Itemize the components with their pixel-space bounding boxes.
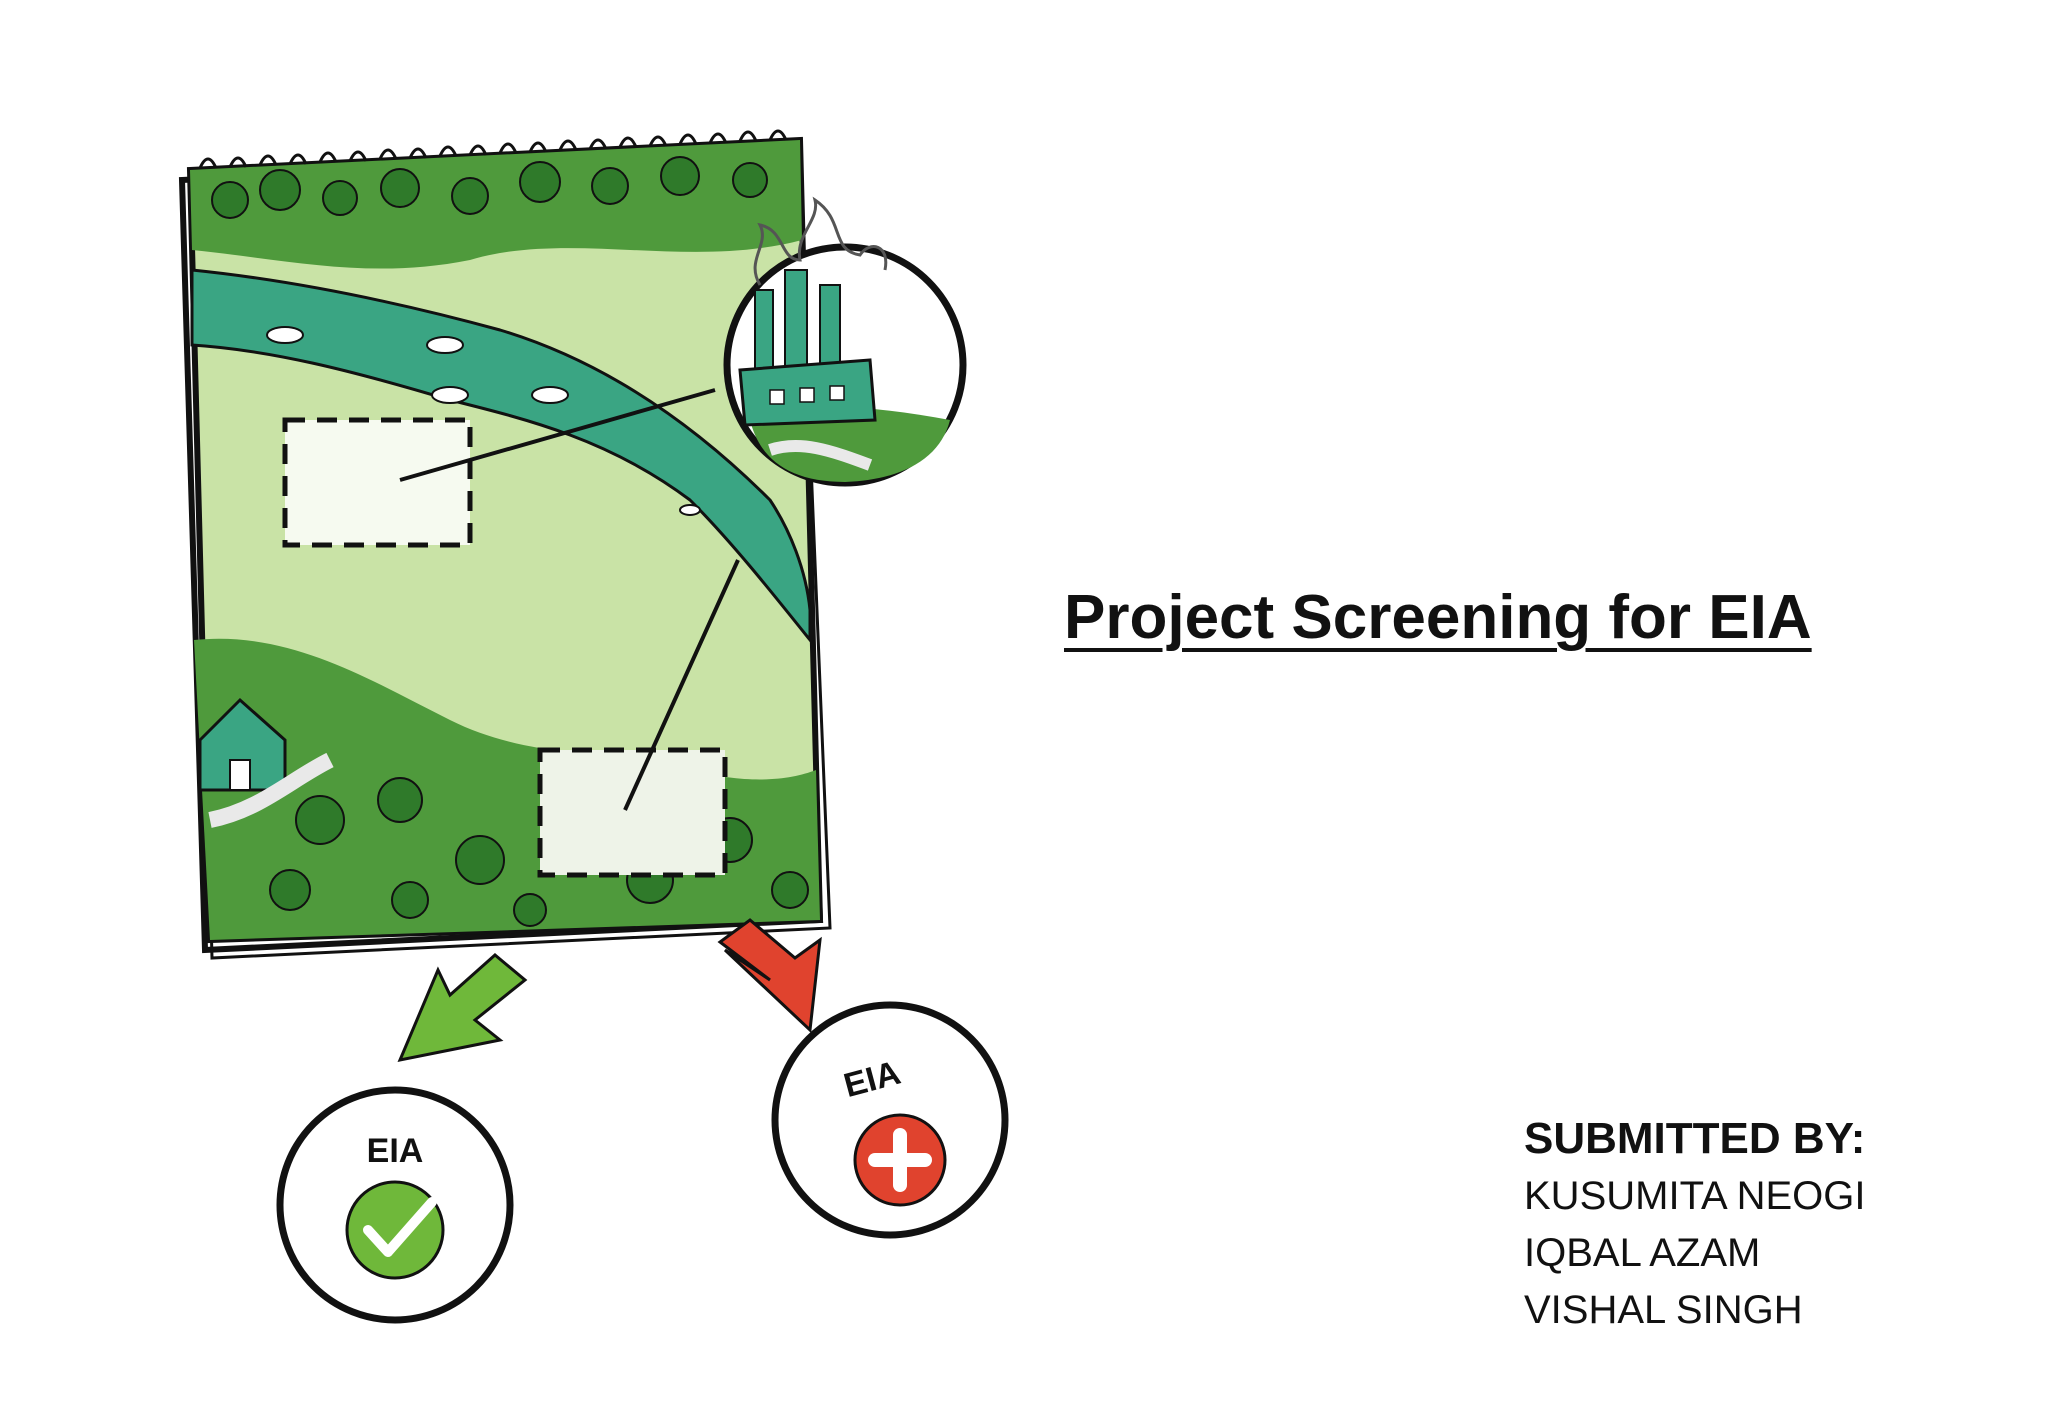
down-right-arrow-icon <box>717 918 822 1034</box>
eia-approve-badge: EIA <box>276 1086 514 1324</box>
submitted-by-label: SUBMITTED BY: <box>1524 1114 1866 1163</box>
fish-icon <box>266 326 701 516</box>
eia-screening-illustration: EIA EIA <box>170 120 1070 1340</box>
cross-icon <box>868 1128 932 1192</box>
page-title: Project Screening for EIA <box>1064 583 1812 652</box>
factory-icon <box>723 196 967 487</box>
member-name: KUSUMITA NEOGI <box>1524 1174 1866 1218</box>
badge-approve-label: EIA <box>367 1132 424 1170</box>
eia-reject-badge: EIA <box>771 1001 1009 1239</box>
check-icon <box>363 1197 437 1257</box>
down-left-arrow-icon <box>397 953 528 1063</box>
notepad-map-icon <box>178 129 832 960</box>
submitted-by-block: SUBMITTED BY: KUSUMITA NEOGI IQBAL AZAM … <box>1524 1110 1866 1339</box>
house-icon <box>198 697 334 828</box>
member-name: VISHAL SINGH <box>1524 1288 1803 1332</box>
member-name: IQBAL AZAM <box>1524 1231 1761 1275</box>
